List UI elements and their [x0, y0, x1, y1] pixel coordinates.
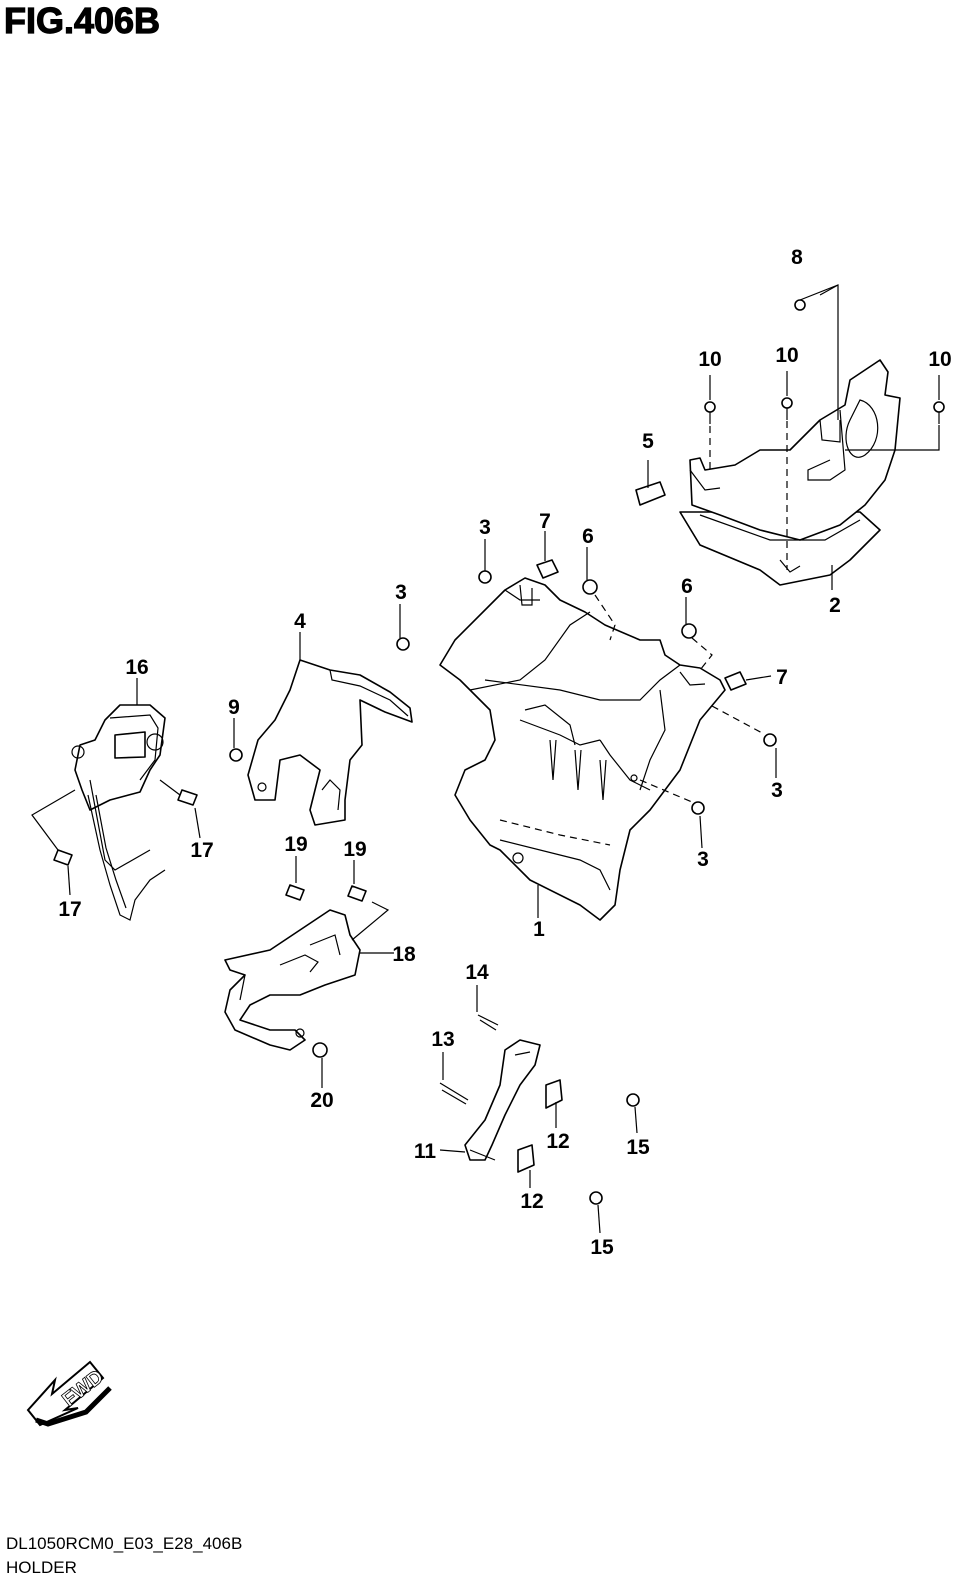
fwd-arrow: FWD [26, 1360, 112, 1427]
callout-19: 19 [343, 838, 366, 861]
callout-10: 10 [775, 344, 798, 367]
part-7-nuts [536, 559, 747, 691]
callout-12: 12 [520, 1190, 543, 1213]
part-12-pads [517, 1079, 563, 1173]
callout-8: 8 [791, 246, 803, 269]
callout-14: 14 [465, 961, 489, 984]
callout-15: 15 [626, 1136, 650, 1159]
callout-3: 3 [395, 581, 407, 604]
callout-3: 3 [697, 848, 709, 871]
part-16-plate [71, 704, 166, 921]
callout-20: 20 [310, 1089, 333, 1112]
callout-4: 4 [294, 610, 306, 633]
callout-7: 7 [539, 510, 551, 533]
callout-11: 11 [414, 1140, 437, 1163]
callout-3: 3 [479, 516, 491, 539]
callout-15: 15 [590, 1236, 614, 1259]
callout-12: 12 [546, 1130, 569, 1153]
callout-labels: 8 10 10 10 5 2 3 7 6 6 3 4 7 16 9 3 3 17… [58, 246, 951, 1259]
callout-17: 17 [58, 898, 81, 921]
part-11-stay [464, 1039, 541, 1161]
figure-name: HOLDER [6, 1558, 77, 1577]
leader-lines [31, 284, 940, 1234]
callout-2: 2 [829, 594, 841, 617]
callout-6: 6 [582, 525, 594, 548]
callout-10: 10 [928, 348, 951, 371]
callout-19: 19 [284, 833, 307, 856]
figure-code: DL1050RCM0_E03_E28_406B [6, 1534, 243, 1553]
callout-13: 13 [431, 1028, 454, 1051]
fastener-bolts [53, 299, 945, 1205]
callout-1: 1 [533, 918, 545, 941]
callout-16: 16 [125, 656, 148, 679]
callout-7: 7 [776, 666, 788, 689]
callout-18: 18 [392, 943, 416, 966]
figure-title: FIG.406B [3, 0, 161, 42]
callout-9: 9 [228, 696, 240, 719]
part-5-clip [635, 481, 666, 506]
part-4-bracket [247, 659, 413, 826]
callout-5: 5 [642, 430, 654, 453]
part-1-holder [439, 577, 726, 921]
callout-3: 3 [771, 779, 783, 802]
callout-10: 10 [698, 348, 721, 371]
callout-17: 17 [190, 839, 213, 862]
part-18-bracket [224, 909, 361, 1051]
part-2-holder [679, 359, 901, 586]
callout-6: 6 [681, 575, 693, 598]
